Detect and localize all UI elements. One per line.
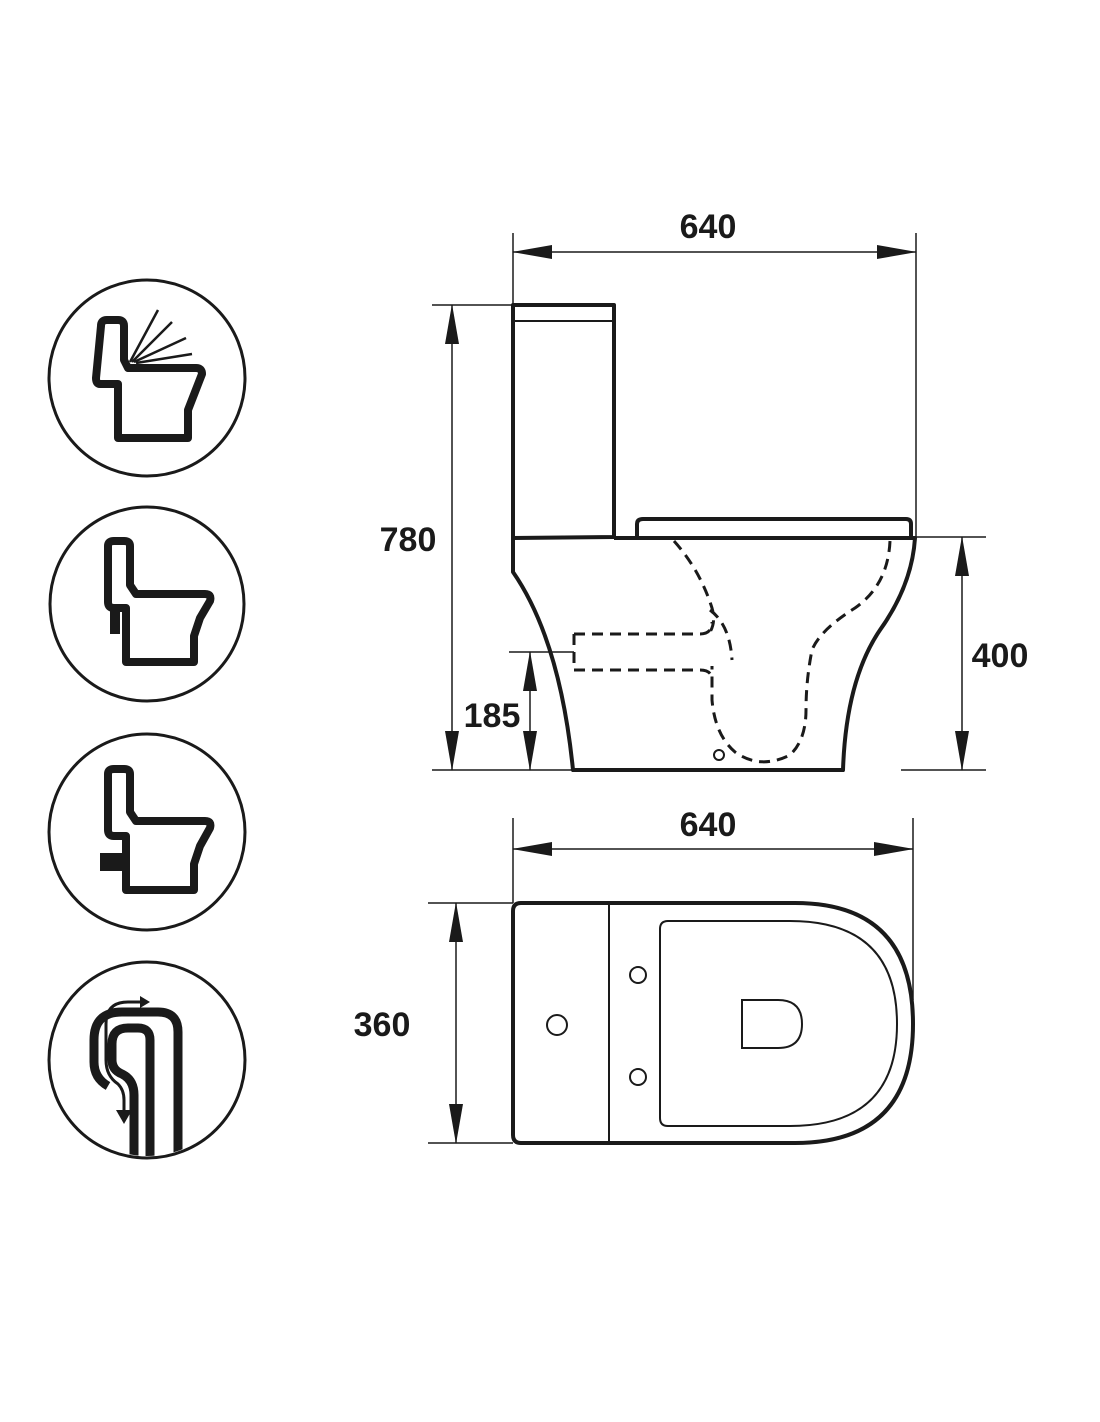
dim-top-width: 640 (680, 806, 737, 844)
trap-flush-icon (47, 960, 247, 1160)
dim-seat-height: 400 (972, 637, 1029, 675)
dim-side-width: 640 (680, 208, 737, 246)
toilet-side-view (511, 303, 917, 772)
hidden-lines (572, 539, 892, 764)
dim-total-height: 780 (380, 521, 437, 559)
dim-top-depth: 360 (354, 1006, 411, 1044)
soft-close-seat-icon (47, 278, 247, 478)
bottom-inlet-icon (48, 505, 246, 703)
toilet-top-view (511, 901, 915, 1145)
side-inlet-icon (47, 732, 247, 932)
dim-outlet-height: 185 (464, 697, 521, 735)
dimension-lines-side (432, 233, 986, 771)
dimension-lines-top (428, 818, 914, 1144)
spray-lines (128, 309, 193, 365)
